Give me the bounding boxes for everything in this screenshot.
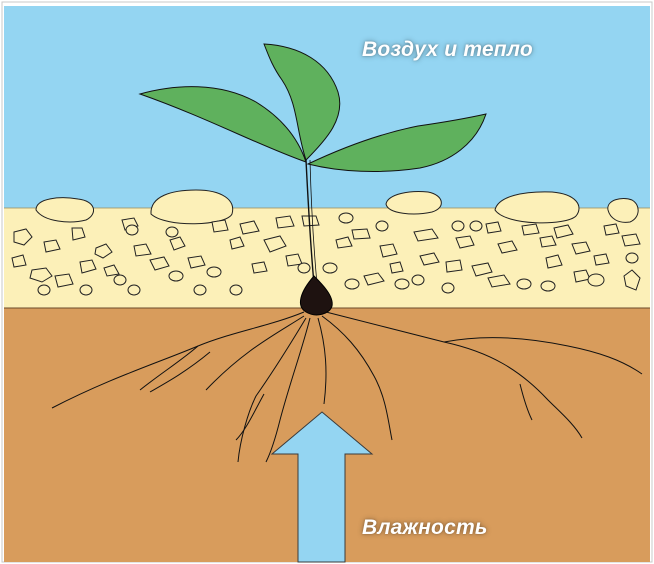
- pebble: [169, 271, 183, 281]
- pebble: [446, 260, 462, 272]
- pebble: [323, 263, 337, 273]
- pebble: [594, 254, 609, 265]
- pebble: [128, 285, 140, 295]
- pebble: [345, 279, 359, 289]
- pebble: [452, 221, 464, 231]
- pebble: [230, 285, 242, 295]
- pebble: [412, 275, 424, 285]
- pebble: [522, 224, 539, 235]
- pebble: [212, 220, 228, 232]
- pebble: [339, 213, 353, 223]
- pebble: [298, 263, 310, 273]
- pebble: [470, 221, 482, 231]
- pebble: [166, 227, 178, 237]
- pebble: [38, 285, 50, 295]
- pebble: [588, 274, 604, 286]
- pebble: [126, 225, 138, 235]
- pebble: [395, 279, 409, 289]
- pebble: [390, 262, 403, 273]
- pebble: [302, 216, 319, 226]
- pebble: [207, 267, 221, 277]
- pebble: [194, 285, 206, 295]
- pebble: [604, 224, 619, 235]
- pebble: [252, 262, 267, 273]
- pebble: [517, 279, 531, 289]
- pebble: [442, 283, 454, 293]
- pebble: [626, 253, 638, 263]
- label-air-heat: Воздух и тепло: [362, 38, 533, 62]
- pebble: [80, 285, 92, 295]
- pebble: [376, 221, 388, 231]
- pebble: [486, 222, 501, 233]
- pebble: [114, 275, 126, 285]
- pebble: [352, 229, 370, 239]
- label-moisture: Влажность: [362, 516, 488, 540]
- pebble: [541, 281, 555, 291]
